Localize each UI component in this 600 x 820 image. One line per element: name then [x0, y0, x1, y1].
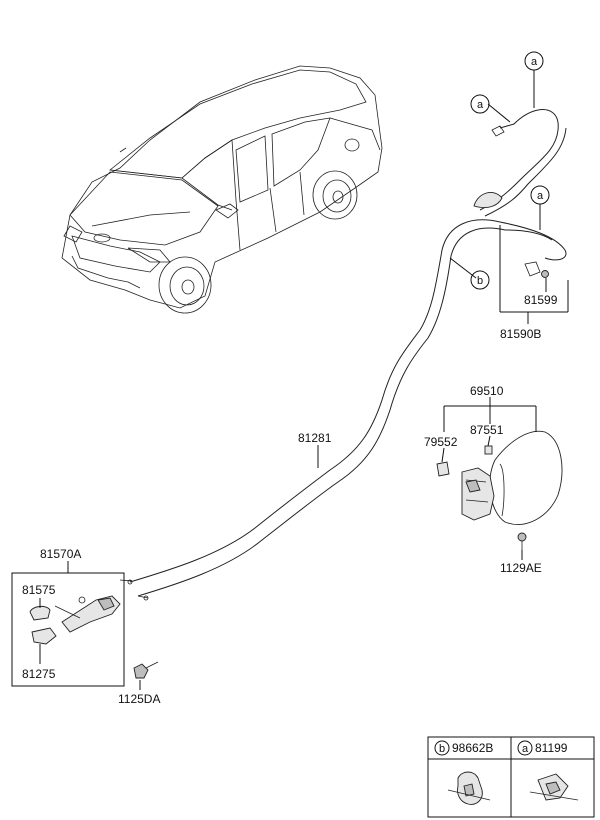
label-87551: 87551 [470, 423, 504, 437]
callout-a-right: a [530, 185, 550, 205]
callout-b: b [470, 270, 490, 290]
lever-assembly [11, 572, 159, 687]
legend-header-a: a 81199 [517, 740, 568, 756]
label-81590B: 81590B [500, 327, 541, 341]
label-81599: 81599 [524, 293, 558, 307]
label-81570A: 81570A [40, 547, 81, 561]
legend-table: b 98662B a 81199 [427, 736, 595, 818]
svg-text:81199: 81199 [535, 741, 568, 755]
legend-header-b: b 98662B [434, 740, 493, 756]
fuel-door-assembly [436, 430, 563, 550]
svg-text:a: a [531, 56, 538, 68]
svg-text:98662B: 98662B [452, 741, 493, 755]
car-illustration [61, 65, 383, 314]
clip-98662B-image [447, 771, 491, 805]
clip-81199-image [529, 773, 579, 801]
label-1125DA: 1125DA [118, 692, 160, 706]
upper-cable-assembly [473, 109, 567, 278]
callout-a-top: a [524, 51, 544, 71]
release-cable [119, 219, 506, 601]
label-1129AE: 1129AE [500, 561, 542, 575]
svg-text:b: b [477, 275, 483, 287]
callout-a-left: a [470, 94, 490, 114]
label-81575: 81575 [22, 583, 56, 597]
svg-text:b: b [439, 743, 445, 755]
leader-lines [39, 70, 569, 690]
svg-text:a: a [522, 743, 529, 755]
label-81275: 81275 [22, 667, 56, 681]
svg-text:a: a [477, 99, 484, 111]
label-81281: 81281 [298, 431, 332, 445]
svg-text:a: a [537, 190, 544, 202]
label-69510: 69510 [470, 384, 504, 398]
label-79552: 79552 [424, 435, 458, 449]
